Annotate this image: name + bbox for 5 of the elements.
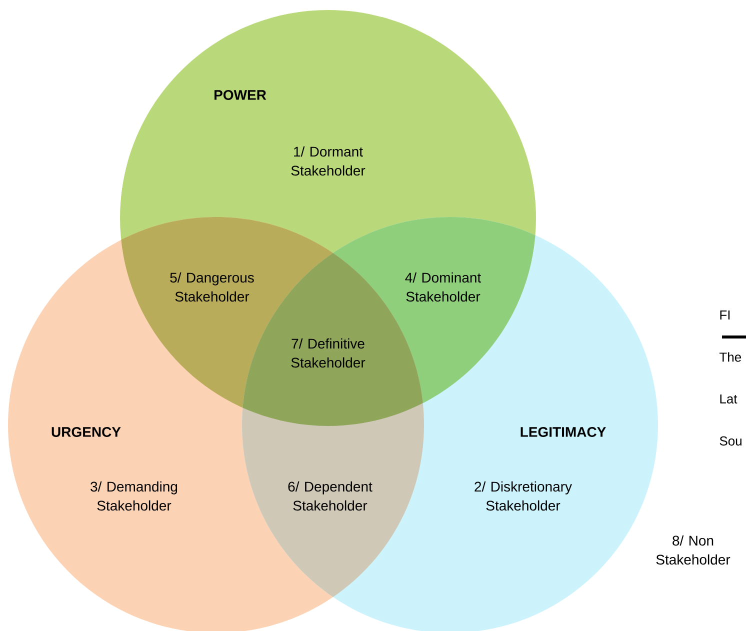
- caption-text: Sou: [720, 436, 742, 446]
- caption-text: The: [720, 352, 742, 362]
- region-label: 8/ Non Stakeholder: [656, 535, 730, 565]
- caption-text: FI: [720, 310, 730, 320]
- caption-text: Lat: [720, 394, 738, 404]
